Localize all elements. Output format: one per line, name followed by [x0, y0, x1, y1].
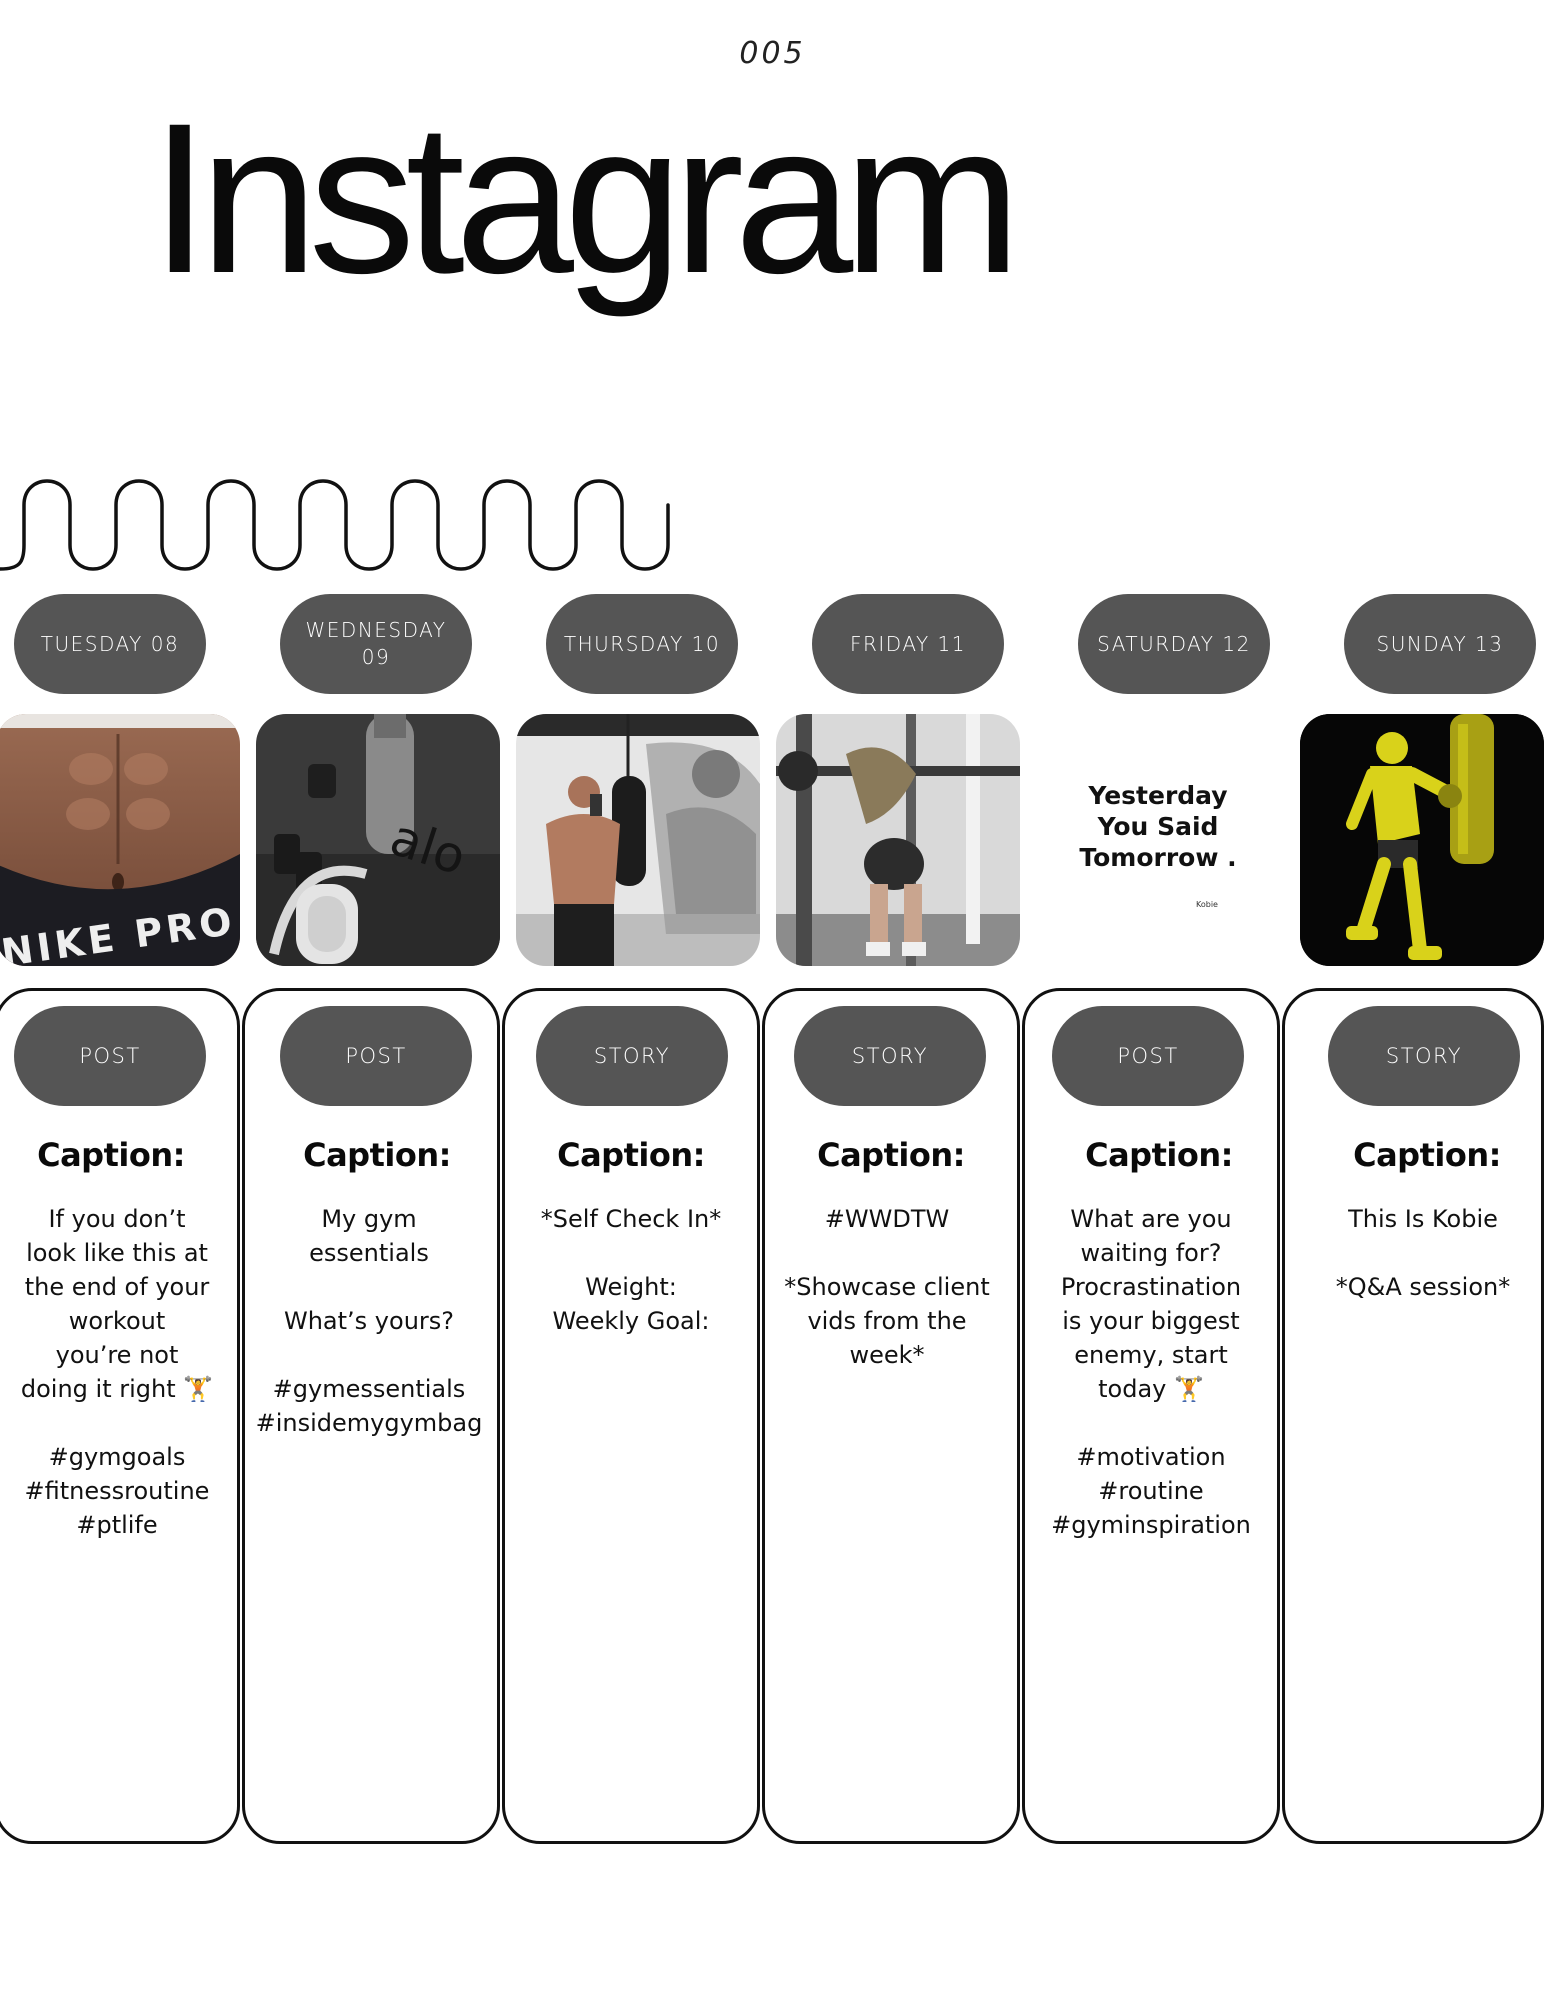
squiggle-divider [0, 479, 670, 571]
quote-line-1: Yesterday [1088, 781, 1228, 810]
thumbnail-squat-photo[interactable] [776, 714, 1020, 966]
schedule-column-friday [762, 988, 1020, 1844]
thumbnail-gym-essentials-photo[interactable]: alo [256, 714, 500, 966]
thumbnail-mirror-selfie-photo[interactable] [516, 714, 760, 966]
post-type-pill: STORY [536, 1006, 728, 1106]
thumbnail-boxer-illustration[interactable] [1300, 714, 1544, 966]
page-title: Instagram [150, 79, 1022, 318]
post-type-pill: POST [14, 1006, 206, 1106]
caption-heading: Caption: [303, 1136, 451, 1174]
caption-text-tuesday[interactable]: If you don’t look like this at the end o… [20, 1205, 214, 1539]
post-type-pill: POST [1052, 1006, 1244, 1106]
caption-heading: Caption: [1085, 1136, 1233, 1174]
day-pill-saturday: SATURDAY 12 [1078, 594, 1270, 694]
schedule-column-saturday [1022, 988, 1280, 1844]
caption-heading: Caption: [817, 1136, 965, 1174]
schedule-column-sunday [1282, 988, 1544, 1844]
quote-line-3: Tomorrow . [1079, 843, 1237, 872]
caption-text-thursday[interactable]: *Self Check In* Weight: Weekly Goal: [540, 1205, 722, 1335]
day-pill-thursday: THURSDAY 10 [546, 594, 738, 694]
caption-text-saturday[interactable]: What are you waiting for? Procrastinatio… [1051, 1205, 1251, 1539]
day-pill-tuesday: TUESDAY 08 [14, 594, 206, 694]
caption-heading: Caption: [37, 1136, 185, 1174]
caption-text-sunday[interactable]: This Is Kobie *Q&A session* [1335, 1205, 1511, 1301]
day-pill-wednesday: WEDNESDAY 09 [280, 594, 472, 694]
schedule-column-wednesday [242, 988, 500, 1844]
caption-text-friday[interactable]: #WWDTW *Showcase client vids from the we… [784, 1205, 990, 1369]
caption-heading: Caption: [557, 1136, 705, 1174]
day-pill-sunday: SUNDAY 13 [1344, 594, 1536, 694]
thumbnail-quote-graphic[interactable]: Yesterday You Said Tomorrow . Kobie [1036, 714, 1280, 966]
schedule-column-tuesday [0, 988, 240, 1844]
post-type-pill: STORY [1328, 1006, 1520, 1106]
post-type-pill: POST [280, 1006, 472, 1106]
quote-brand-tag: Kobie [1196, 900, 1218, 909]
schedule-column-thursday [502, 988, 760, 1844]
caption-text-wednesday[interactable]: My gym essentials What’s yours? #gymesse… [255, 1205, 483, 1437]
quote-line-2: You Said [1097, 812, 1219, 841]
post-type-pill: STORY [794, 1006, 986, 1106]
thumbnail-abs-photo[interactable]: NIKE PRO [0, 714, 240, 966]
page-number: 005 [739, 36, 806, 71]
day-pill-friday: FRIDAY 11 [812, 594, 1004, 694]
caption-heading: Caption: [1353, 1136, 1501, 1174]
